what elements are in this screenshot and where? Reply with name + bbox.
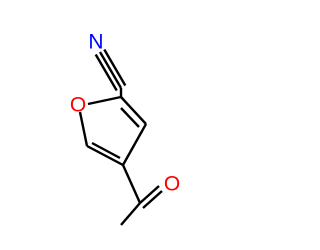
bond-c2-c3 — [120, 96, 147, 125]
bond-carbonyl-methyl — [120, 202, 141, 226]
atom-label-ring-oxygen: O — [70, 94, 86, 117]
triple-bond-line-3 — [103, 48, 127, 87]
bond-c2-c3-inner — [120, 107, 140, 128]
bond-o1-c2 — [87, 95, 122, 106]
triple-bond-line-1 — [98, 51, 123, 89]
bond-carbonyl-oxygen-2 — [142, 190, 163, 209]
bond-c5-o1 — [78, 111, 89, 147]
triple-bond-line-2 — [94, 53, 118, 92]
furan-ring — [78, 95, 148, 167]
atom-label-carbonyl-oxygen: O — [164, 173, 180, 196]
bond-c3-c4 — [121, 123, 148, 166]
bond-c4-c5-inner — [91, 141, 121, 160]
acetyl-group — [120, 164, 163, 226]
nitrile-triple-bond — [94, 48, 127, 92]
bond-carbonyl-oxygen — [139, 185, 160, 204]
bond-c4-c5 — [86, 144, 124, 167]
molecule-structure: O N O — [70, 31, 180, 226]
bond-c4-carbonyl — [121, 164, 142, 204]
atom-label-nitrile-nitrogen: N — [88, 31, 103, 54]
